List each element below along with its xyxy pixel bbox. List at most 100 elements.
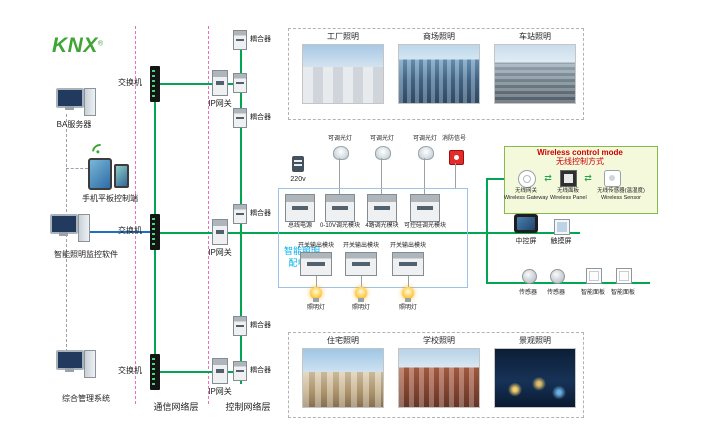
lamp-wire <box>339 158 340 194</box>
monitor-icon <box>56 350 84 372</box>
server-label: BA服务器 <box>56 120 92 129</box>
photo-factory-lighting <box>302 44 384 104</box>
ip-gateway-label: IP网关 <box>208 248 232 257</box>
smart-panel-label: 智能面板 <box>610 290 635 296</box>
gallery-label-station: 车站照明 <box>519 32 551 41</box>
dimmer-lamp-icon <box>333 146 349 160</box>
photo-station-lighting <box>494 44 576 104</box>
power-label: 220v <box>290 176 306 183</box>
dimmer-module-icon <box>367 194 397 222</box>
registered-mark: ® <box>97 40 104 48</box>
dimmer-lamp-label: 可调光灯 <box>369 136 394 142</box>
management-system-label: 综合管理系统 <box>62 394 110 403</box>
wireless-sensor-icon <box>604 170 621 187</box>
bulb-wire <box>316 276 317 287</box>
gallery-label-factory: 工厂照明 <box>327 32 359 41</box>
switch-module-label: 开关输出模块 <box>342 243 379 249</box>
ctrl-layer-divider <box>208 26 209 404</box>
bulb-wire <box>408 276 409 287</box>
gallery-label-landscape: 景观照明 <box>519 336 551 345</box>
switch-icon <box>150 354 160 390</box>
fire-signal-label: 消防信号 <box>441 136 466 142</box>
module-label: 总线电源 <box>287 223 312 229</box>
lamp-wire <box>424 158 425 194</box>
wireless-sensor-label-en: Wireless Sensor <box>600 195 642 201</box>
sensor-icon <box>522 269 537 284</box>
wireless-panel-label-en: Wireless Panel <box>550 195 587 201</box>
coupler-label: 耦合器 <box>250 210 271 217</box>
coupler-icon <box>233 204 247 224</box>
knx-logo-text: KNX <box>52 34 98 57</box>
photo-landscape-lighting <box>494 348 576 408</box>
dimmer-lamp-label: 可调光灯 <box>412 136 437 142</box>
smart-panel-icon <box>586 268 602 284</box>
ip-gateway-label: IP网关 <box>208 99 232 108</box>
switch-module-label: 开关输出模块 <box>389 243 426 249</box>
switch-output-module-icon <box>345 252 377 276</box>
wireless-title-en: Wireless control mode <box>537 148 623 157</box>
phone-icon <box>114 164 129 188</box>
dimmer-module-icon <box>325 194 355 222</box>
ip-gateway-label: IP网关 <box>208 387 232 396</box>
wireless-gateway-label-cn: 无线网关 <box>514 188 537 194</box>
monitor-workstation-icon <box>50 214 90 242</box>
module-label: 0-10V调光模块 <box>319 223 360 229</box>
bulb-icon <box>355 287 367 302</box>
tower-icon <box>78 214 90 242</box>
photo-school-lighting <box>398 348 480 408</box>
coupler-label: 耦合器 <box>250 36 271 43</box>
wireless-panel-icon <box>560 170 577 187</box>
sync-arrows-icon: ⇄ <box>584 173 592 183</box>
dimmer-lamp-label: 可调光灯 <box>327 136 352 142</box>
coupler-icon <box>233 30 247 50</box>
dimmer-lamp-icon <box>375 146 391 160</box>
sensor-label: 传感器 <box>546 290 565 296</box>
management-system-icon <box>56 350 96 378</box>
tower-icon <box>84 350 96 378</box>
switch-icon <box>150 66 160 102</box>
switch-icon <box>150 214 160 250</box>
coupler-icon <box>233 73 247 93</box>
wireless-gateway-label-en: Wireless Gateway <box>503 195 549 201</box>
coupler-label: 耦合器 <box>250 114 271 121</box>
tablet-stub-line <box>66 168 88 169</box>
switch-label: 交换机 <box>118 226 142 235</box>
wireless-sensor-label-cn: 无线传感器(温湿度) <box>597 188 645 194</box>
coupler-icon <box>233 361 247 381</box>
switch-output-module-icon <box>392 252 424 276</box>
ip-gateway-icon <box>212 70 228 96</box>
ip-gateway-icon <box>212 358 228 384</box>
monitor-icon <box>50 214 78 236</box>
coupler-icon <box>233 316 247 336</box>
monitor-software-label: 智能照明监控软件 <box>54 250 118 259</box>
bottom-bus-line <box>160 371 242 373</box>
coupler-label: 耦合器 <box>250 367 271 374</box>
tower-icon <box>84 88 96 116</box>
mid-bus-line <box>160 232 580 234</box>
server-icon <box>56 88 96 116</box>
module-label: 4路调光模块 <box>365 223 399 229</box>
touch-screen-label: 触摸屏 <box>550 238 572 245</box>
coupler-label: 耦合器 <box>250 322 271 329</box>
coupler-icon <box>233 108 247 128</box>
bus-power-module-icon <box>285 194 315 222</box>
sync-arrows-icon: ⇄ <box>544 173 552 183</box>
dimmer-module-icon <box>410 194 440 222</box>
bulb-label: 照明灯 <box>351 305 370 311</box>
cabinet-title-line1: 智能照明 <box>283 246 320 256</box>
sensor-row-line <box>486 282 650 284</box>
bulb-icon <box>310 287 322 302</box>
central-screen-label: 中控屏 <box>515 238 537 245</box>
wireless-gateway-icon <box>518 170 536 188</box>
bulb-label: 照明灯 <box>306 305 325 311</box>
wireless-title-cn: 无线控制方式 <box>556 157 604 166</box>
photo-residential-lighting <box>302 348 384 408</box>
smart-panel-label: 智能面板 <box>580 290 605 296</box>
wireless-panel-label-cn: 无线面板 <box>556 188 579 194</box>
mobile-control-label: 手机平板控制端 <box>82 194 138 203</box>
bulb-icon <box>402 287 414 302</box>
ethernet-line <box>78 231 152 233</box>
switch-label: 交换机 <box>118 366 142 375</box>
dimmer-lamp-icon <box>418 146 434 160</box>
